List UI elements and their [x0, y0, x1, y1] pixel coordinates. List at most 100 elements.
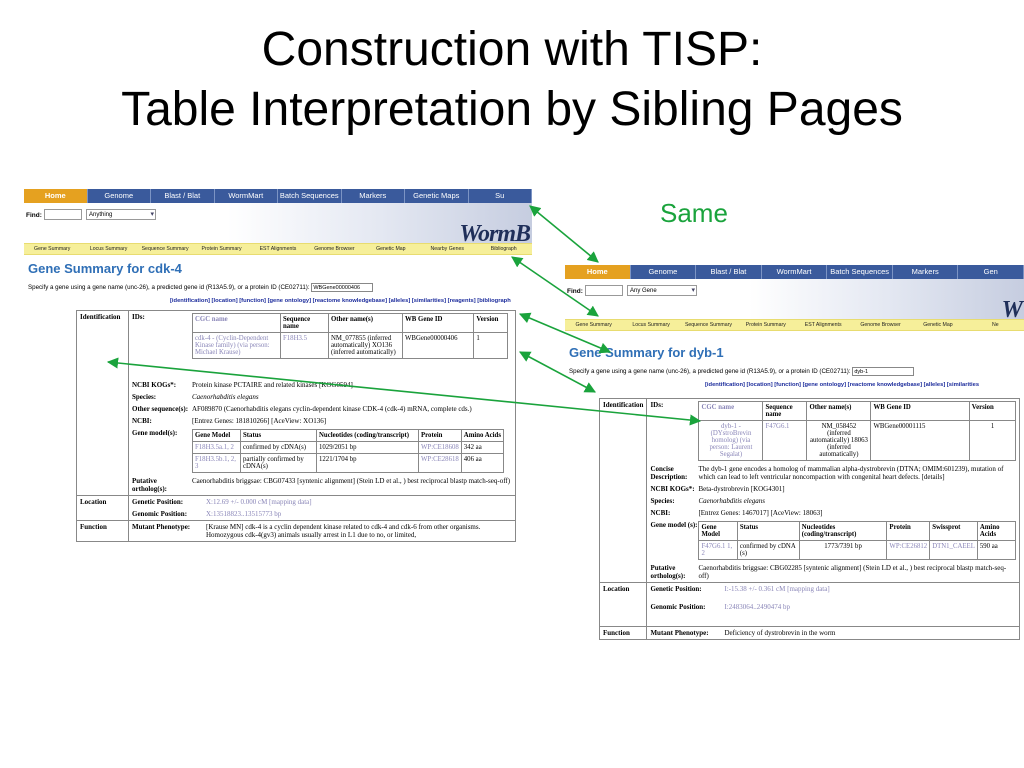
- gene-models-label: Gene model(s):: [132, 429, 178, 437]
- spec-line: Specify a gene using a gene name (unc-26…: [569, 367, 1024, 376]
- gm-protein[interactable]: WP:CE26812: [886, 540, 931, 560]
- subnav-sequence-summary[interactable]: Sequence Summary: [141, 246, 189, 252]
- gm-header-nucleotides: Nucleotides (coding/transcript): [798, 521, 888, 541]
- find-input[interactable]: [585, 285, 623, 296]
- subnav-bibliography[interactable]: Bibliograph: [490, 246, 517, 252]
- gene-models-table: Gene Model Status Nucleotides (coding/tr…: [192, 429, 505, 473]
- section-anchor-links[interactable]: [identification] [location] [function] […: [705, 382, 980, 388]
- ids-cgc-name[interactable]: cdk-4 - (Cyclin-Dependent Kinase family)…: [192, 332, 281, 359]
- ids-header-version: Version: [968, 401, 1017, 421]
- find-input[interactable]: [44, 209, 82, 220]
- subnav-genome-browser[interactable]: Genome Browser: [860, 322, 901, 328]
- right-page-screenshot: Home Genome Blast / Blat WormMart Batch …: [565, 265, 1024, 727]
- find-type-select[interactable]: Any Gene: [627, 285, 697, 296]
- genetic-position-label: Genetic Position:: [650, 585, 702, 593]
- nav-item-blast[interactable]: Blast / Blat: [151, 189, 215, 203]
- ids-header-wbgene: WB Gene ID: [870, 401, 970, 421]
- gm-header-status: Status: [736, 521, 800, 541]
- right-main-nav: Home Genome Blast / Blat WormMart Batch …: [565, 265, 1024, 279]
- subnav-genome-browser[interactable]: Genome Browser: [314, 246, 355, 252]
- gm-status: confirmed by cDNA(s): [240, 441, 317, 454]
- nav-item-batch-sequences[interactable]: Batch Sequences: [827, 265, 893, 279]
- nav-item-genome[interactable]: Genome: [631, 265, 697, 279]
- subnav-genetic-map[interactable]: Genetic Map: [376, 246, 406, 252]
- ids-header-version: Version: [473, 313, 508, 333]
- subnav-gene-summary[interactable]: Gene Summary: [575, 322, 612, 328]
- subnav-protein-summary[interactable]: Protein Summary: [201, 246, 242, 252]
- section-identification: Identification: [76, 310, 129, 496]
- ids-label: IDs:: [132, 313, 145, 321]
- gm-model[interactable]: F18H3.5a.1, 2: [192, 441, 241, 454]
- nav-item-wormmart[interactable]: WormMart: [215, 189, 278, 203]
- species-value: Caenorhabditis elegans: [192, 393, 259, 401]
- genomic-position-value[interactable]: X:13518823..13515773 bp: [206, 510, 282, 518]
- ids-header-cgc: CGC name: [192, 313, 281, 333]
- gene-model-row: F18H3.5a.1, 2 confirmed by cDNA(s) 1029/…: [192, 441, 505, 454]
- ids-table: CGC name Sequence name Other name(s) WB …: [192, 313, 508, 359]
- ncbi-value[interactable]: [Entrez Genes: 181810266] [AceView: XO13…: [192, 417, 327, 425]
- gene-model-row: F18H3.5b.1, 2, 3 partially confirmed by …: [192, 453, 505, 473]
- ids-table: CGC name Sequence name Other name(s) WB …: [698, 401, 1017, 461]
- ids-sequence-name[interactable]: F47G6.1: [762, 420, 808, 461]
- gm-model[interactable]: F47G6.1 1, 2: [698, 540, 738, 560]
- subnav-nearby-genes[interactable]: Ne: [991, 322, 999, 328]
- genomic-position-value[interactable]: I:2483064..2490474 bp: [724, 603, 790, 611]
- nav-item-home[interactable]: Home: [565, 265, 631, 279]
- ids-cgc-name[interactable]: dyb-1 - (DYstroBrevin homolog) (via pers…: [698, 420, 764, 461]
- nav-item-genetic-maps[interactable]: Genetic Maps: [405, 189, 469, 203]
- mutant-phenotype-value: [Krause MN] cdk-4 is a cyclin dependent …: [206, 523, 481, 539]
- gene-info-table: Identification IDs: CGC name Sequence na…: [598, 398, 1021, 640]
- spec-line: Specify a gene using a gene name (unc-26…: [28, 283, 532, 292]
- gm-amino: 590 aa: [976, 540, 1017, 560]
- species-label: Species:: [132, 393, 157, 401]
- nav-item-wormmart[interactable]: WormMart: [762, 265, 828, 279]
- nav-item-markers[interactable]: Markers: [342, 189, 405, 203]
- genomic-position-label: Genomic Position:: [132, 510, 188, 518]
- nav-item-home[interactable]: Home: [24, 189, 88, 203]
- nav-item-batch-sequences[interactable]: Batch Sequences: [278, 189, 342, 203]
- subnav-est-alignments[interactable]: EST Alignments: [804, 322, 842, 328]
- find-label: Find:: [567, 288, 583, 295]
- gene-id-input[interactable]: WBGene00000406: [311, 283, 374, 292]
- section-function: Function: [76, 520, 129, 542]
- ids-row: cdk-4 - (Cyclin-Dependent Kinase family)…: [192, 332, 508, 359]
- nav-item-genome[interactable]: Genome: [88, 189, 151, 203]
- subnav-locus-summary[interactable]: Locus Summary: [89, 246, 128, 252]
- subnav-nearby-genes[interactable]: Nearby Genes: [430, 246, 464, 252]
- nav-item-markers[interactable]: Markers: [893, 265, 959, 279]
- ids-header-wbgene: WB Gene ID: [401, 313, 475, 333]
- gene-id-input[interactable]: dyb-1: [852, 367, 915, 376]
- wormbase-logo: WormB: [459, 221, 531, 247]
- gm-model[interactable]: F18H3.5b.1, 2, 3: [192, 453, 241, 473]
- left-page-screenshot: Home Genome Blast / Blat WormMart Batch …: [24, 189, 532, 659]
- left-main-nav: Home Genome Blast / Blat WormMart Batch …: [24, 189, 532, 203]
- subnav-sequence-summary[interactable]: Sequence Summary: [684, 322, 732, 328]
- section-function: Function: [598, 626, 648, 640]
- nav-item-more[interactable]: Su: [469, 189, 532, 203]
- gm-swissprot[interactable]: DTN1_CAEEL: [929, 540, 978, 560]
- subnav-protein-summary[interactable]: Protein Summary: [745, 322, 786, 328]
- subnav-locus-summary[interactable]: Locus Summary: [632, 322, 670, 328]
- find-label: Find:: [26, 212, 42, 219]
- nav-item-more[interactable]: Gen: [958, 265, 1024, 279]
- ids-header-sequence: Sequence name: [762, 401, 808, 421]
- ncbi-value[interactable]: [Entrez Genes: 1467017] [AceView: 18063]: [698, 509, 823, 517]
- gm-amino: 342 aa: [460, 441, 505, 454]
- subnav-est-alignments[interactable]: EST Alignments: [259, 246, 297, 252]
- mutant-phenotype-label: Mutant Phenotype:: [650, 629, 709, 637]
- subnav-genetic-map[interactable]: Genetic Map: [923, 322, 953, 328]
- genetic-position-value[interactable]: I:-15.38 +/- 0.361 cM [mapping data]: [724, 585, 830, 593]
- right-find-bar: Find: Any Gene W: [565, 279, 1024, 323]
- gm-protein[interactable]: WP:CE18608: [418, 441, 462, 454]
- section-anchor-links[interactable]: [identification] [location] [function] […: [170, 298, 511, 304]
- gm-protein[interactable]: WP:CE28618: [418, 453, 462, 473]
- ids-version: 1: [968, 420, 1017, 461]
- other-sequences-label: Other sequence(s):: [132, 405, 189, 413]
- nav-item-blast[interactable]: Blast / Blat: [696, 265, 762, 279]
- subnav-gene-summary[interactable]: Gene Summary: [34, 246, 71, 252]
- find-type-select[interactable]: Anything: [86, 209, 156, 220]
- genetic-position-value[interactable]: X:12.69 +/- 0.000 cM [mapping data]: [206, 498, 312, 506]
- ncbi-kogs-label: NCBI KOGs*:: [650, 485, 695, 493]
- ids-wbgene-id: WBGene00000406: [401, 332, 475, 359]
- ids-sequence-name[interactable]: F18H3.5: [280, 332, 329, 359]
